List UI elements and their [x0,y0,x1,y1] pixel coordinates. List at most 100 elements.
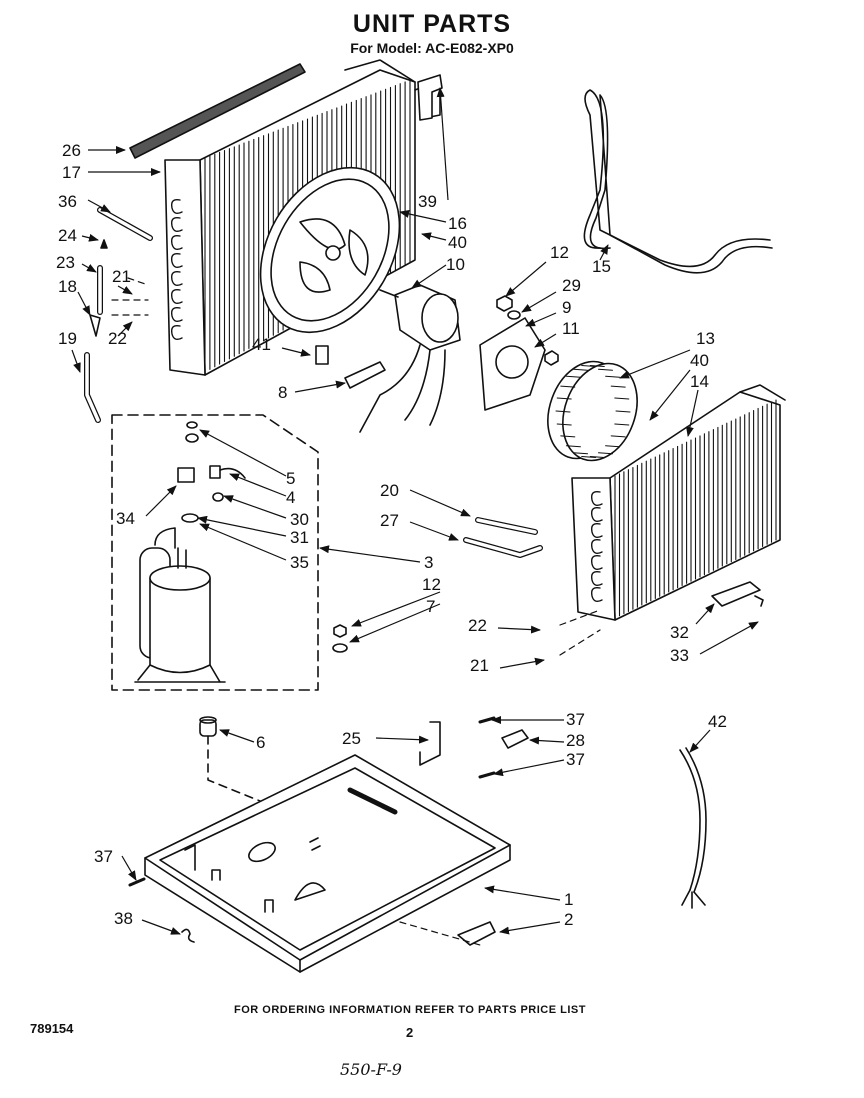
callout-label-c22a: 22 [108,329,127,348]
blower-blade [589,365,605,367]
callout-label-c5: 5 [286,469,295,488]
callout-label-c30: 30 [290,510,309,529]
misc-small-parts [315,345,386,389]
callout-label-c9: 9 [562,298,571,317]
blower-wheel-part [547,360,638,462]
callout-leader-c13 [619,349,691,379]
callout-label-c37b: 37 [566,750,585,769]
callout-label-c17: 17 [62,163,81,182]
callout-label-c8: 8 [278,383,287,402]
callout-label-c39: 39 [418,192,437,211]
tube-parts [463,517,543,558]
callout-leader-c37c [121,855,137,881]
condenser-coil-part [571,384,786,621]
callout-leader-c35 [199,523,287,561]
base-pan-part [144,754,511,973]
coil-bend [590,538,603,555]
callout-leader-c3 [319,545,421,563]
fan-shroud-part [259,166,401,334]
callout-leader-c4 [229,473,287,497]
page-number: 2 [406,1025,414,1040]
callout-label-c34: 34 [116,509,135,528]
callout-label-c37c: 37 [94,847,113,866]
callout-leader-c21a [117,285,133,295]
callout-label-c14: 14 [690,372,709,391]
blower-blade [555,410,571,413]
callout-leader-c20 [409,489,471,517]
callout-leader-c41 [281,347,311,357]
callout-leader-c31 [197,515,287,537]
callout-label-c1: 1 [564,890,573,909]
blower-blade [605,375,621,378]
coil-bend [170,198,183,215]
angle-bracket-part [711,581,764,607]
callout-label-c6: 6 [256,733,265,752]
callout-label-c22b: 22 [468,616,487,635]
callout-label-c35: 35 [290,553,309,572]
callout-label-c13: 13 [696,329,715,348]
callout-label-c41: 41 [252,335,271,354]
callout-leader-c30 [223,495,287,519]
base-bracket-part [457,921,496,946]
callout-label-c4: 4 [286,488,295,507]
callout-leader-c18 [77,291,91,316]
coil-bends-left [170,198,183,341]
callout-label-c29: 29 [562,276,581,295]
blower-blade [560,385,576,388]
callout-leader-c11 [534,333,557,348]
callout-label-c12b: 12 [422,575,441,594]
blower-blade [573,452,588,455]
callout-label-c2: 2 [564,910,573,929]
callout-leader-c40b [649,369,691,421]
blower-blade [615,410,631,413]
blower-blade [565,445,581,448]
callout-leader-c38 [141,919,181,935]
coil-bend [170,324,183,341]
clip-part [501,729,529,749]
spring-clip-part [181,928,195,943]
blower-blade [556,423,572,426]
callout-label-c38: 38 [114,909,133,928]
coil-bend [170,252,183,269]
coil-bend [590,570,603,587]
callout-leader-c36 [87,199,111,213]
blower-blade [581,365,597,367]
callout-label-c36: 36 [58,192,77,211]
callout-label-c27: 27 [380,511,399,530]
capillary-tube-part [583,89,773,274]
callout-label-c33: 33 [670,646,689,665]
callout-leader-c32 [695,603,715,625]
callout-leader-c6 [219,729,255,743]
callout-leader-c5 [199,429,287,477]
callout-label-c42: 42 [708,712,727,731]
callout-leader-c22a [117,321,133,337]
blower-blade [614,397,630,400]
compressor-group-box [111,414,319,691]
callout-leader-c1 [484,885,561,901]
coil-bend [170,288,183,305]
blower-blade [589,456,605,458]
callout-label-c25: 25 [342,729,361,748]
callout-leader-c15 [599,244,609,261]
callout-leader-c24 [81,233,99,242]
callout-label-c32: 32 [670,623,689,642]
callout-label-c3: 3 [424,553,433,572]
blower-blade [560,435,576,438]
callout-leader-c9 [525,312,557,327]
blower-blade [565,375,581,378]
callout-label-c11: 11 [562,319,580,338]
callout-label-c23: 23 [56,253,75,272]
callout-leader-c33 [699,621,759,655]
blower-blade [598,368,613,371]
blower-blade [610,435,626,438]
callout-label-c28: 28 [566,731,585,750]
coil-bend [170,306,183,323]
callout-label-c31: 31 [290,528,309,547]
blower-blade [614,423,630,426]
callout-label-c20: 20 [380,481,399,500]
callout-leader-c7 [349,603,441,643]
callout-leader-c25 [375,735,429,744]
callout-leader-c37b [493,759,565,777]
compressor-nut-washer [332,624,348,653]
compressor-part [134,527,226,683]
